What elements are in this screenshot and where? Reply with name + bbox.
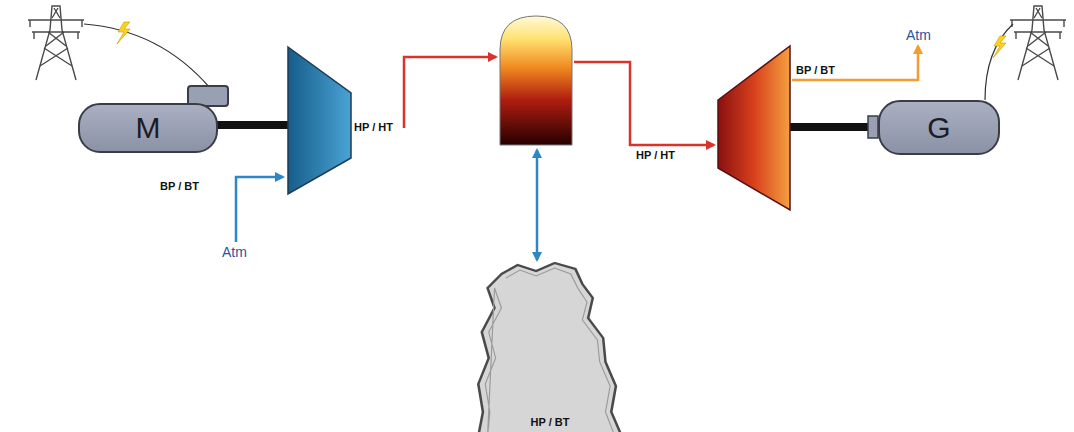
power-wire xyxy=(84,24,210,88)
hot-air-line xyxy=(574,62,714,145)
atmosphere-label: Atm xyxy=(222,244,247,260)
state-label: BP / BT xyxy=(796,64,835,76)
pylon xyxy=(28,6,84,80)
generator-box: G xyxy=(878,100,1000,155)
power-wire xyxy=(985,24,1013,100)
pylon xyxy=(1010,6,1066,80)
lightning-symbol xyxy=(993,36,1006,58)
turbine xyxy=(718,46,790,210)
storage-tank xyxy=(500,16,572,145)
compressor xyxy=(288,47,351,194)
state-label: BP / BT xyxy=(160,180,199,192)
storage-exchange xyxy=(536,150,539,260)
node-label: M xyxy=(136,111,161,145)
air-intake xyxy=(236,177,283,242)
lightning-symbol xyxy=(117,22,130,44)
node-label: G xyxy=(927,111,950,145)
state-label: HP / HT xyxy=(636,149,675,161)
hot-air-line xyxy=(404,57,496,128)
atmosphere-label: Atm xyxy=(906,27,931,43)
shaft xyxy=(216,121,290,129)
exhaust-line xyxy=(792,46,918,80)
cavern-outline xyxy=(476,262,624,432)
node-label: HP / BT xyxy=(476,416,624,428)
state-label: HP / HT xyxy=(354,121,393,133)
shaft xyxy=(788,123,870,131)
motor-box: M xyxy=(78,103,218,153)
coupling xyxy=(868,116,878,138)
cavern-shape: HP / BT xyxy=(476,262,624,432)
